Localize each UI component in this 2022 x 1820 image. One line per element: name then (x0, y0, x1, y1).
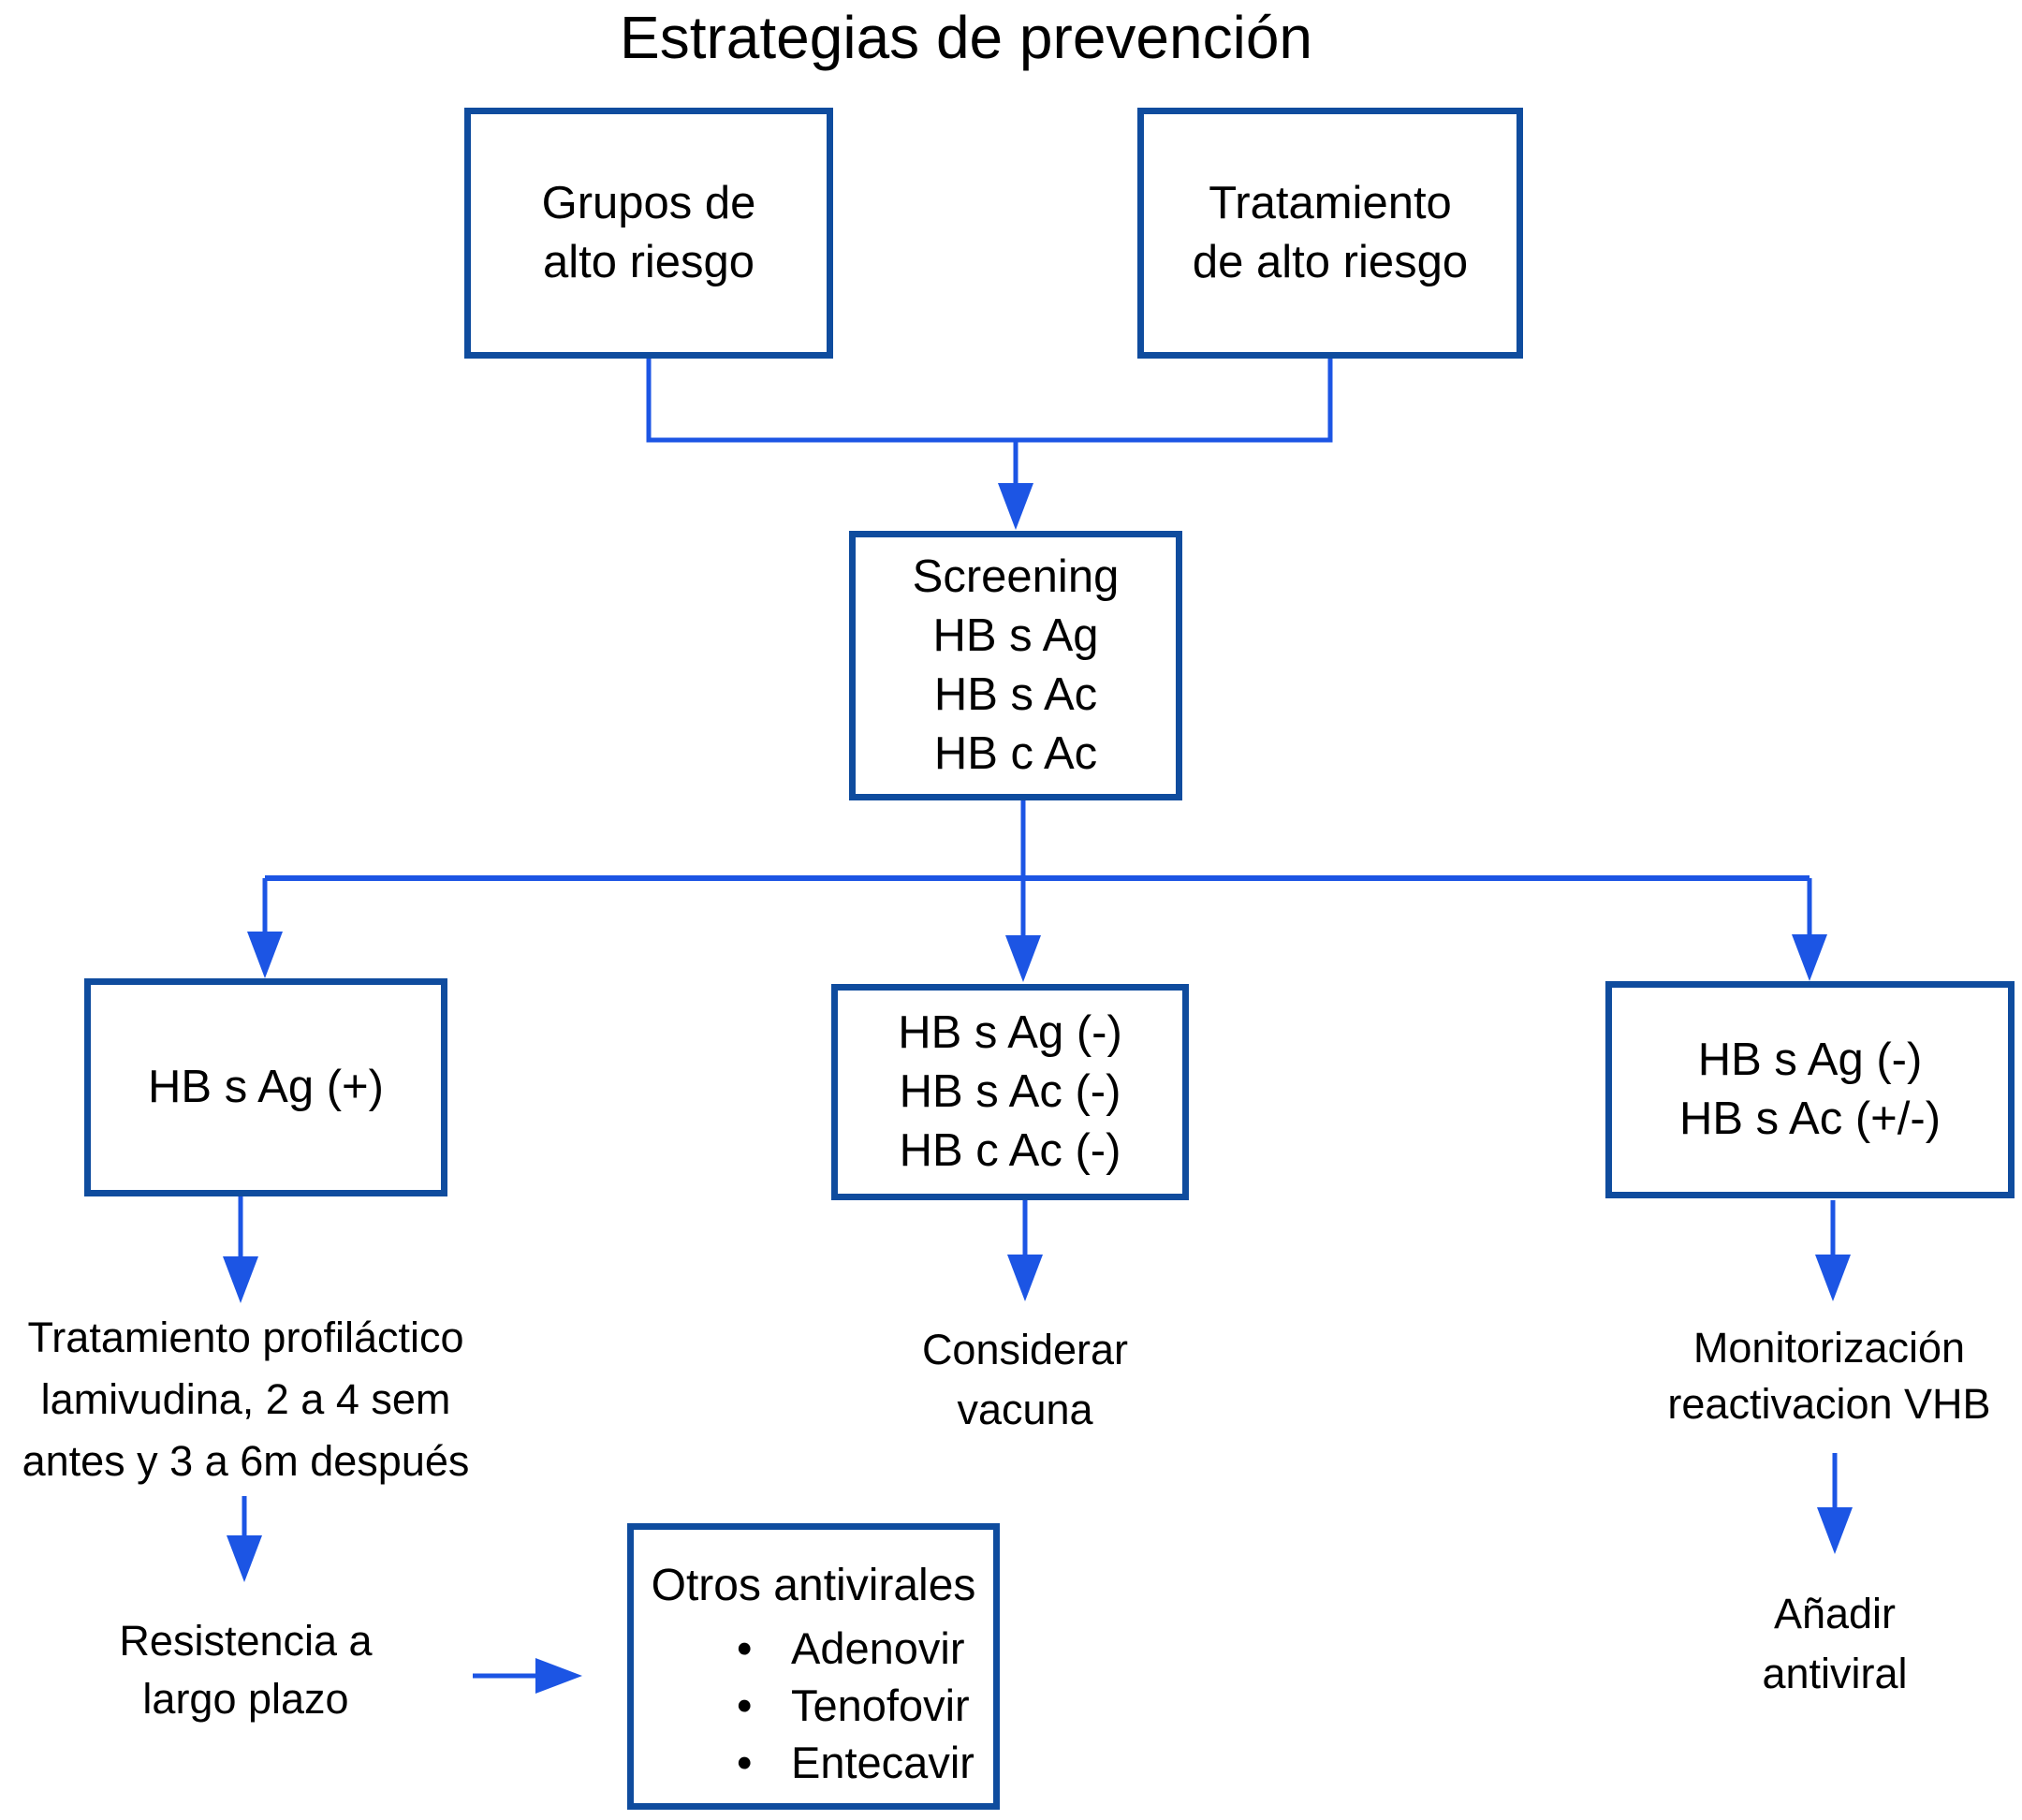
label-line: antiviral (1762, 1650, 1908, 1697)
label-line: lamivudina, 2 a 4 sem (40, 1375, 451, 1423)
label-line: Tratamiento profiláctico (27, 1314, 464, 1361)
list-item-label: Adenovir (791, 1622, 965, 1673)
arrow-branch-right (1792, 878, 1827, 981)
arrow-profilactico-to-resistencia (227, 1496, 262, 1582)
box-text-line: Grupos de (541, 178, 756, 228)
arrow-branch-left (247, 878, 283, 978)
label-line: largo plazo (142, 1675, 349, 1723)
box-text-line: HB s Ag (932, 610, 1099, 661)
label-line: reactivacion VHB (1667, 1380, 1991, 1428)
list-item: Tenofovir (737, 1677, 970, 1734)
box-text-line: HB s Ag (-) (1697, 1035, 1923, 1085)
box-text-line: alto riesgo (542, 237, 755, 287)
list-item-label: Tenofovir (791, 1680, 970, 1730)
bullet-icon (737, 1620, 791, 1677)
arrow-negativa-to-vacuna (1007, 1200, 1043, 1301)
otros-antivirales-heading: Otros antivirales (651, 1560, 976, 1610)
box-text-line: HB s Ac (-) (899, 1066, 1121, 1117)
box-text-line: HB s Ag (+) (148, 1062, 384, 1112)
box-text-line: HB c Ac (933, 728, 1098, 779)
label-anadir-antiviral: Añadir antiviral (1708, 1584, 1961, 1704)
arrow-monitorizacion-to-anadir (1817, 1453, 1853, 1554)
label-resistencia-largo-plazo: Resistencia a largo plazo (75, 1612, 417, 1728)
box-text-line: Screening (912, 551, 1120, 602)
otros-antivirales-list: Adenovir Tenofovir Entecavir (634, 1620, 974, 1791)
label-line: vacuna (957, 1386, 1093, 1433)
list-item: Entecavir (737, 1734, 974, 1791)
arrow-resistencia-to-otros (473, 1658, 582, 1694)
box-otros-antivirales: Otros antivirales Adenovir Tenofovir Ent… (627, 1523, 1000, 1810)
diagram-title: Estrategias de prevención (620, 4, 1312, 71)
box-screening: Screening HB s Ag HB s Ac HB c Ac (849, 531, 1182, 800)
box-tratamiento-alto-riesgo: Tratamiento de alto riesgo (1137, 108, 1523, 359)
arrow-branch-middle (1005, 878, 1041, 982)
label-line: Añadir (1773, 1590, 1897, 1637)
arrow-negac-to-monitorizacion (1815, 1200, 1851, 1301)
box-text-line: de alto riesgo (1192, 237, 1469, 287)
box-text-line: HB s Ac (933, 669, 1098, 720)
label-tratamiento-profilactico: Tratamiento profiláctico lamivudina, 2 a… (0, 1307, 501, 1492)
box-hbsag-positivo: HB s Ag (+) (84, 978, 447, 1196)
box-grupos-alto-riesgo: Grupos de alto riesgo (464, 108, 833, 359)
box-serologia-negativa: HB s Ag (-) HB s Ac (-) HB c Ac (-) (831, 984, 1189, 1200)
list-item-label: Entecavir (791, 1737, 974, 1787)
arrow-hbsagpos-to-profilactico (223, 1196, 258, 1303)
box-hbsag-neg-hbsac: HB s Ag (-) HB s Ac (+/-) (1605, 981, 2015, 1198)
label-line: Resistencia a (119, 1617, 373, 1665)
box-text-line: HB c Ac (-) (899, 1125, 1121, 1176)
arrow-to-screening (998, 440, 1033, 530)
list-item: Adenovir (737, 1620, 965, 1677)
label-line: Monitorización (1692, 1324, 1966, 1372)
box-text-line: Tratamiento (1209, 178, 1452, 228)
label-line: antes y 3 a 6m después (22, 1437, 470, 1485)
connector-merge-elbow (646, 356, 1333, 443)
label-monitorizacion-vhb: Monitorización reactivacion VHB (1636, 1320, 2022, 1432)
box-text-line: HB s Ag (-) (898, 1007, 1122, 1058)
label-considerar-vacuna: Considerar vacuna (871, 1320, 1180, 1440)
bullet-icon (737, 1734, 791, 1791)
label-line: Considerar (921, 1326, 1129, 1373)
box-text-line: HB s Ac (+/-) (1678, 1093, 1941, 1144)
bullet-icon (737, 1677, 791, 1734)
